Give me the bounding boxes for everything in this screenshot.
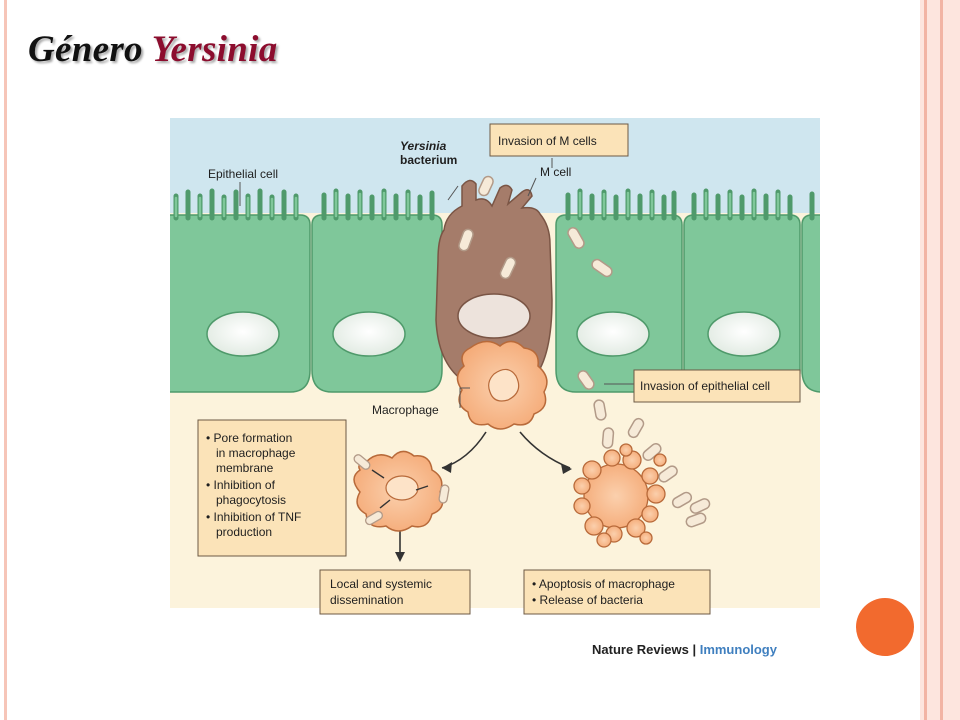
microvilli-highlight	[174, 191, 780, 218]
label-macrophage: Macrophage	[372, 403, 439, 417]
bacterium	[671, 491, 693, 509]
m-cell-nucleus	[457, 293, 531, 339]
bacterium	[685, 512, 707, 528]
bacterium	[478, 175, 494, 197]
epithelial-cell-2	[311, 214, 443, 393]
epithelial-cell-4	[683, 214, 801, 393]
box-dissemination: Local and systemic dissemination	[319, 569, 471, 615]
epithelial-nuclei	[206, 311, 781, 357]
dissemination-line-2: dissemination	[330, 593, 403, 607]
epithelial-cell-1	[170, 214, 311, 393]
box-invasion-epithelial: Invasion of epithelial cell	[633, 369, 801, 403]
title-yersinia: Yersinia	[151, 29, 278, 70]
label-bacterium: bacterium	[400, 153, 457, 167]
orange-circle-decoration	[856, 598, 914, 656]
left-border-line	[4, 0, 7, 720]
bacterium	[601, 427, 615, 449]
credit-section: Immunology	[700, 642, 778, 657]
label-epithelial-cell: Epithelial cell	[208, 167, 278, 181]
apoptosis-line-2: • Release of bacteria	[532, 593, 643, 607]
effect-line: phagocytosis	[206, 493, 286, 507]
effect-line: in macrophage	[206, 446, 296, 460]
bacterium	[627, 417, 645, 439]
box-invasion-m-cells: Invasion of M cells	[489, 123, 629, 157]
slide-title: Género Yersinia	[28, 28, 278, 71]
bacterium	[577, 370, 595, 390]
label-yersinia: Yersinia	[400, 139, 447, 153]
credit-separator: |	[689, 642, 700, 657]
leader-lines	[239, 158, 636, 408]
box-effects: • Pore formation in macrophage membrane …	[197, 419, 347, 557]
nucleus-4	[707, 311, 781, 357]
bacterium	[567, 227, 585, 249]
box-apoptosis: • Apoptosis of macrophage • Release of b…	[523, 569, 711, 615]
apoptotic-macrophage	[573, 443, 667, 548]
bacterium	[499, 256, 517, 280]
arrowheads	[395, 462, 572, 562]
effect-line: • Pore formation	[206, 431, 292, 445]
effect-line: • Inhibition of	[206, 478, 276, 492]
nucleus-3	[576, 311, 650, 357]
effect-line: production	[206, 525, 272, 539]
nucleus-2	[332, 311, 406, 357]
right-border-strip	[920, 0, 960, 720]
bacterium	[591, 258, 613, 278]
yersinia-bacteria	[458, 175, 711, 528]
bacterium	[658, 465, 678, 483]
macrophage-nucleus	[488, 368, 520, 402]
nucleus-1	[206, 311, 280, 357]
pore-arrows	[371, 469, 429, 509]
journal-credit: Nature Reviews | Immunology	[592, 642, 778, 657]
bacterium	[593, 399, 607, 421]
box-invasion-m-cells-text: Invasion of M cells	[498, 134, 597, 148]
effect-line: membrane	[206, 461, 274, 475]
bacterium	[458, 228, 474, 252]
box-invasion-epithelial-text: Invasion of epithelial cell	[640, 379, 770, 393]
label-m-cell: M cell	[540, 165, 571, 179]
inhibited-macrophage-nucleus	[385, 475, 419, 501]
bacterium	[689, 498, 711, 514]
dissemination-line-1: Local and systemic	[330, 577, 432, 591]
apoptosis-line-1: • Apoptosis of macrophage	[532, 577, 675, 591]
credit-journal: Nature Reviews	[592, 642, 689, 657]
effect-line: • Inhibition of TNF	[206, 510, 301, 524]
adjacent-bacteria	[353, 454, 450, 526]
epithelial-cell-5	[801, 214, 820, 393]
title-genero: Género	[28, 29, 143, 70]
